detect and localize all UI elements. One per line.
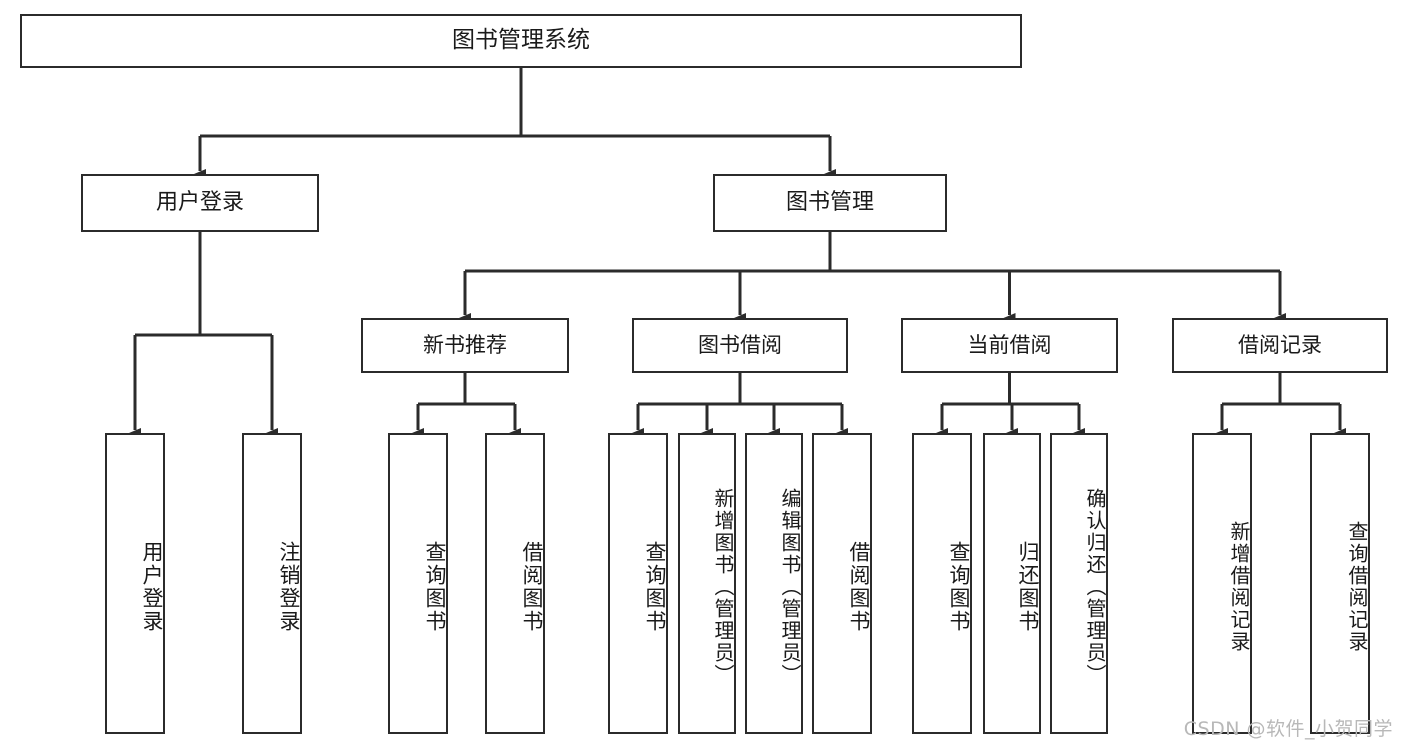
node-l-edit[interactable]: 编辑图书（管理员） <box>745 433 803 734</box>
node-newbook[interactable]: 新书推荐 <box>361 318 569 373</box>
node-l-addrec[interactable]: 新增借阅记录 <box>1192 433 1252 734</box>
node-label: 注销登录 <box>277 540 301 633</box>
node-login[interactable]: 用户登录 <box>81 174 319 232</box>
node-l-q3[interactable]: 查询图书 <box>912 433 972 734</box>
node-label: 新增借阅记录 <box>1227 520 1251 653</box>
node-l-logout[interactable]: 注销登录 <box>242 433 302 734</box>
node-label: 借阅记录 <box>1238 332 1322 357</box>
tree-connectors <box>129 68 1346 438</box>
node-l-b1[interactable]: 借阅图书 <box>485 433 545 734</box>
node-current[interactable]: 当前借阅 <box>901 318 1118 373</box>
node-label: 图书管理系统 <box>452 27 590 54</box>
node-l-add[interactable]: 新增图书（管理员） <box>678 433 736 734</box>
node-l-q2[interactable]: 查询图书 <box>608 433 668 734</box>
csdn-watermark: CSDN @软件_小贺同学 <box>1183 718 1393 740</box>
node-borrow[interactable]: 图书借阅 <box>632 318 848 373</box>
node-records[interactable]: 借阅记录 <box>1172 318 1388 373</box>
node-label: 查询图书 <box>423 540 447 633</box>
node-label: 查询图书 <box>643 540 667 633</box>
node-label: 确认归还（管理员） <box>1083 487 1107 686</box>
node-label: 借阅图书 <box>847 540 871 633</box>
node-label: 查询图书 <box>947 540 971 633</box>
node-l-qrec[interactable]: 查询借阅记录 <box>1310 433 1370 734</box>
node-bookmgmt[interactable]: 图书管理 <box>713 174 947 232</box>
node-label: 用户登录 <box>155 189 244 215</box>
node-l-b2[interactable]: 借阅图书 <box>812 433 872 734</box>
node-label: 借阅图书 <box>520 540 544 633</box>
node-l-login[interactable]: 用户登录 <box>105 433 165 734</box>
node-label: 用户登录 <box>140 540 164 633</box>
node-label: 新增图书（管理员） <box>711 487 735 686</box>
node-label: 新书推荐 <box>423 332 507 357</box>
node-l-confirm[interactable]: 确认归还（管理员） <box>1050 433 1108 734</box>
node-label: 编辑图书（管理员） <box>778 487 802 686</box>
node-l-q1[interactable]: 查询图书 <box>388 433 448 734</box>
node-root[interactable]: 图书管理系统 <box>20 14 1022 68</box>
node-label: 图书管理 <box>785 189 874 215</box>
node-label: 图书借阅 <box>698 332 782 357</box>
node-label: 查询借阅记录 <box>1345 520 1369 653</box>
node-l-return[interactable]: 归还图书 <box>983 433 1041 734</box>
node-label: 当前借阅 <box>967 332 1052 357</box>
node-label: 归还图书 <box>1016 540 1040 633</box>
